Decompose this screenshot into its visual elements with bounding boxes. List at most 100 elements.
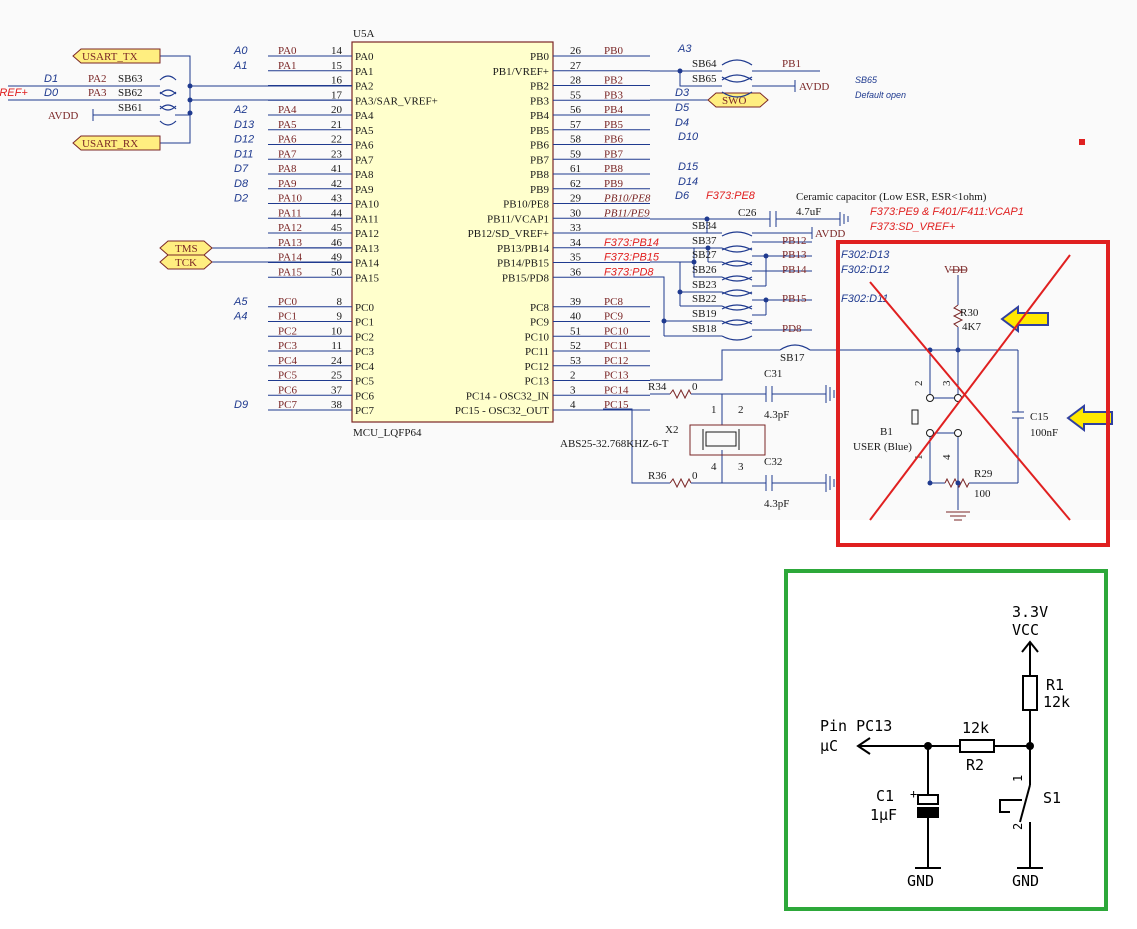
- pin-number: 52: [570, 340, 581, 352]
- net-label: PA9: [278, 178, 297, 190]
- label-b1-desc: USER (Blue): [853, 441, 912, 453]
- note-vcap: F373:PE9 & F401/F411:VCAP1: [870, 206, 1024, 218]
- label-r2: R2: [966, 756, 984, 774]
- label-left-pa2: PA2: [88, 73, 107, 85]
- label-c15: C15: [1030, 411, 1049, 423]
- label-b1: B1: [880, 426, 893, 438]
- pin-name: PA15: [355, 272, 380, 284]
- label-c32: C32: [764, 456, 782, 468]
- note-ceramic: Ceramic capacitor (Low ESR, ESR<1ohm): [796, 191, 987, 203]
- mcu-pin-row: PB12/SD_VREF+ 33: [468, 222, 650, 240]
- note-sdvref: F373:SD_VREF+: [870, 221, 956, 233]
- net-label: PC1: [278, 311, 297, 323]
- pin-name: PA6: [355, 140, 374, 152]
- net-label: PA14: [278, 252, 303, 264]
- arduino-d15: D15: [678, 161, 699, 173]
- net-label: PA0: [278, 45, 297, 57]
- pin-number: 59: [570, 148, 582, 160]
- arduino-label: A2: [233, 104, 247, 116]
- label-c1-plus: +: [910, 787, 917, 801]
- variant-note: F373:PB15: [604, 252, 660, 264]
- label-r1-val: 12k: [1043, 693, 1070, 711]
- pin-number: 33: [570, 222, 582, 234]
- pin-number: 38: [331, 399, 343, 411]
- sb17-arc: [779, 344, 811, 351]
- arduino-label: D13: [234, 119, 255, 131]
- arduino-a3: A3: [677, 43, 692, 55]
- pin-number: 30: [570, 207, 582, 219]
- arduino-label: A5: [233, 296, 248, 308]
- pin-number: 15: [331, 60, 343, 72]
- net-label: PB11/PE9: [603, 207, 650, 219]
- mcu-designator: U5A: [353, 28, 374, 40]
- label-r36: R36: [648, 470, 667, 482]
- port-tms: TMS: [159, 240, 213, 256]
- net-label: PA6: [278, 134, 297, 146]
- arduino-d10: D10: [678, 131, 699, 143]
- pin-name: PA13: [355, 243, 380, 255]
- pin-number: 58: [570, 134, 582, 146]
- label-sb63: SB63: [118, 73, 143, 85]
- b1-pin4: 4: [941, 454, 953, 460]
- x2-pin3: 3: [738, 461, 744, 473]
- pin-name: PA9: [355, 184, 374, 196]
- label-sb34: SB34: [692, 220, 717, 232]
- net-label: PA5: [278, 119, 297, 131]
- pin-number: 8: [337, 296, 343, 308]
- net-label: PC8: [604, 296, 623, 308]
- pin-number: 40: [570, 311, 582, 323]
- pin-number: 26: [570, 45, 582, 57]
- b1-pin1: 1: [913, 455, 925, 461]
- net-label: PA8: [278, 163, 297, 175]
- f302-notes: F302:D13 F302:D12 F302:D11: [841, 249, 890, 305]
- pin-name: PB12/SD_VREF+: [468, 228, 549, 240]
- pin-name: PA12: [355, 228, 379, 240]
- label-left-vref: VREF+: [0, 87, 28, 99]
- label-sb19: SB19: [692, 308, 717, 320]
- label-r1: R1: [1046, 676, 1064, 694]
- net-label: PA12: [278, 222, 302, 234]
- x2-pin2: 2: [738, 404, 744, 416]
- port-tms-label: TMS: [175, 243, 198, 255]
- pin-number: 53: [570, 355, 582, 367]
- label-sb17: SB17: [780, 352, 805, 364]
- pin-name: PA5: [355, 125, 374, 137]
- arduino-label: A4: [233, 311, 247, 323]
- left-junctions: [187, 83, 193, 116]
- pin-name: PB15/PD8: [502, 272, 550, 284]
- pin-number: 51: [570, 325, 581, 337]
- label-r34: R34: [648, 381, 667, 393]
- s1-pin1: 1: [1011, 775, 1025, 782]
- pin-name: PC8: [530, 302, 549, 314]
- pin-name: PB8: [530, 169, 549, 181]
- port-swo: SWO: [707, 92, 769, 108]
- mcu-pin-row: PB1/VREF+27: [493, 60, 650, 78]
- bridge-net-labels: PB12 PB13 PB14 PB15 PD8: [782, 235, 807, 335]
- arduino-label: D11: [234, 148, 253, 160]
- pin-name: PC6: [355, 390, 374, 402]
- variant-note: F373:PB14: [604, 237, 659, 249]
- net-pb13: PB13: [782, 249, 807, 261]
- green-circuit: [856, 640, 1043, 869]
- label-r29: R29: [974, 468, 993, 480]
- note-sb65: SB65: [855, 75, 878, 85]
- label-sb65: SB65: [692, 73, 717, 85]
- red-dot: [1079, 139, 1085, 145]
- net-label: PC7: [278, 399, 297, 411]
- net-label: PB10/PE8: [603, 193, 651, 205]
